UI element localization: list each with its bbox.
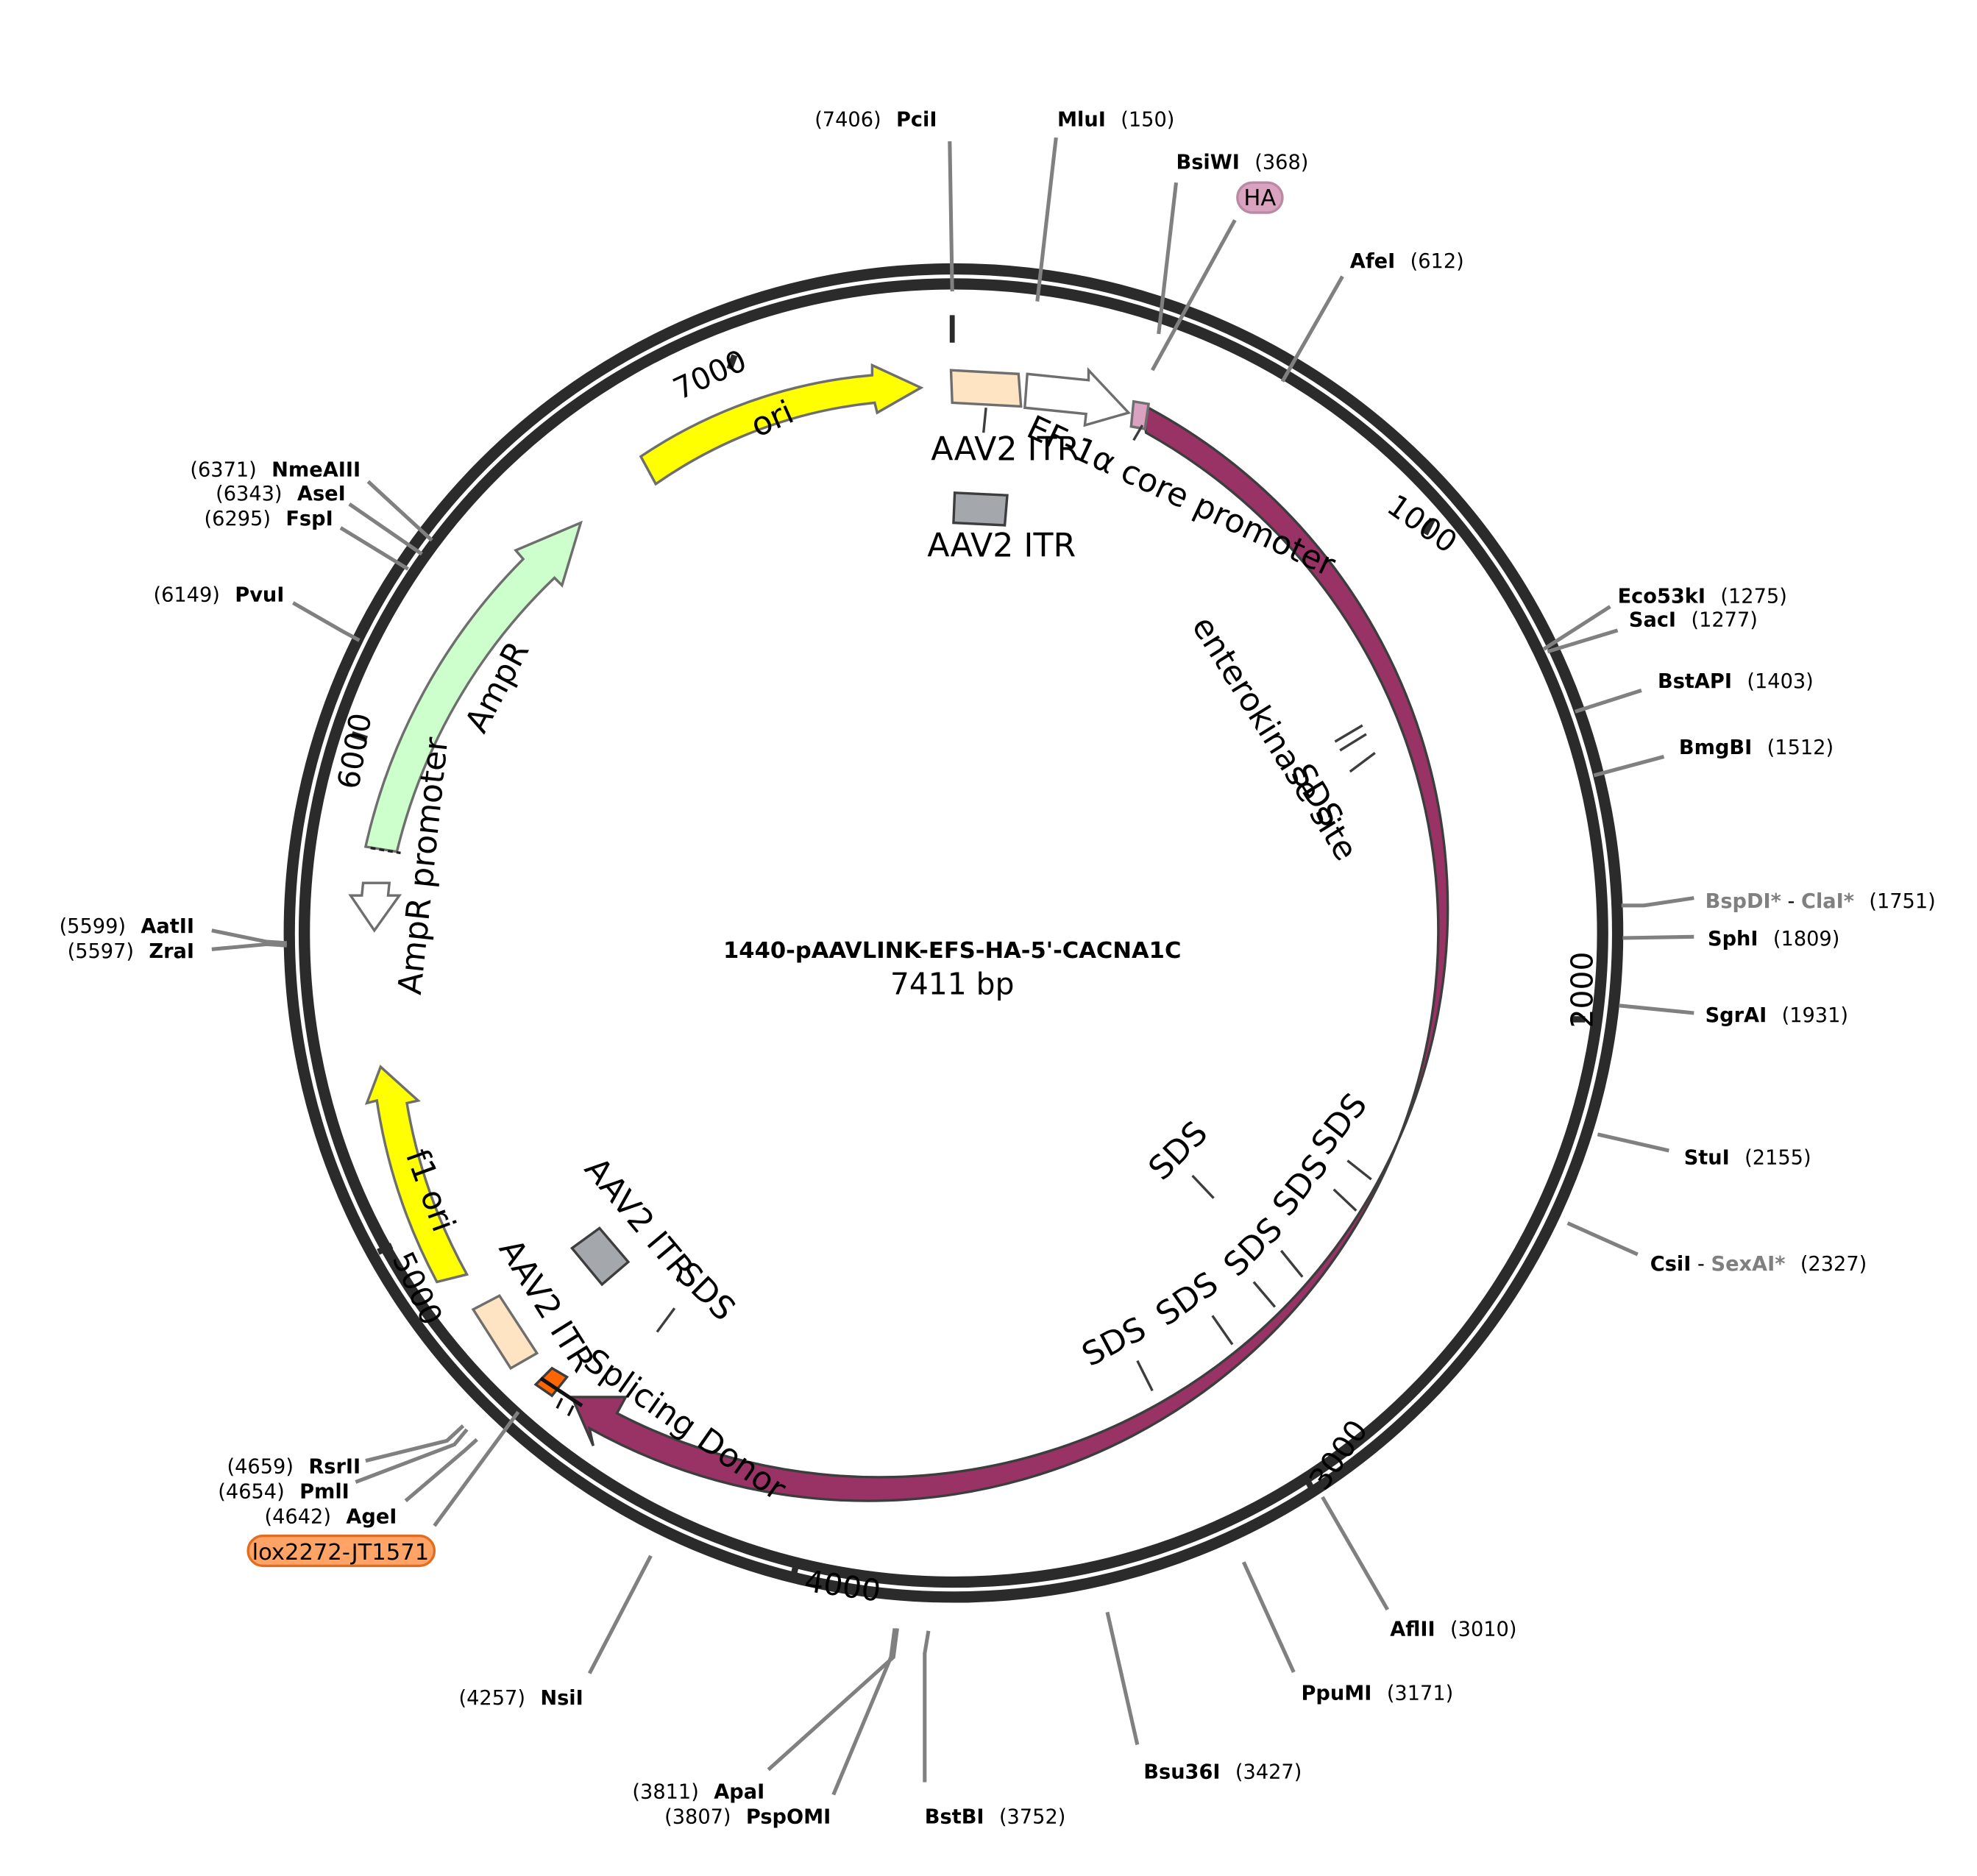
enzyme-mlui[interactable]: MluI(150)	[1057, 109, 1174, 132]
enzyme-bsiwi[interactable]: BsiWI(368)	[1176, 151, 1309, 174]
aav2-itr-box-grey-bottom[interactable]	[569, 1226, 631, 1287]
enzyme-bstbi[interactable]: BstBI(3752)	[925, 1806, 1066, 1829]
enzyme-fspi[interactable]: (6295)FspI	[205, 508, 333, 530]
enzyme-ppumi[interactable]: PpuMI(3171)	[1302, 1682, 1454, 1705]
enzyme-nmeaiii[interactable]: (6371)NmeAIII	[190, 459, 361, 482]
enzyme-pspomi[interactable]: (3807)PspOMI	[664, 1806, 831, 1829]
lox-badge[interactable]: lox2272-JT1571	[246, 1534, 436, 1568]
enzyme-bmgbi[interactable]: BmgBI(1512)	[1679, 736, 1834, 759]
sds-label-3: SDS	[1305, 1087, 1375, 1162]
f1-ori-arrow[interactable]	[364, 1065, 469, 1284]
enterokinase-label: enterokinase site	[1185, 610, 1365, 867]
enzyme-bstapi[interactable]: BstAPI(1403)	[1658, 670, 1814, 693]
enzyme-eco53ki[interactable]: Eco53kI(1275)	[1618, 585, 1787, 608]
sds-label-6: SDS	[1149, 1265, 1225, 1333]
enzyme-sphi[interactable]: SphI(1809)	[1708, 928, 1839, 951]
ef1a-promoter-arrow[interactable]	[1023, 366, 1132, 427]
enzyme-zrai[interactable]: (5597)ZraI	[68, 940, 194, 963]
sds-label-5: SDS	[1217, 1210, 1291, 1284]
ampr-arrow[interactable]	[363, 520, 583, 853]
aav2-itr-box-top[interactable]	[949, 369, 1023, 408]
aav2-itr-box-grey-top[interactable]	[952, 491, 1009, 527]
enzyme-aflii[interactable]: AflII(3010)	[1390, 1619, 1516, 1641]
aav2-itr-label-grey-top: AAV2 ITR	[927, 527, 1076, 564]
enzyme-bsu36i[interactable]: Bsu36I(3427)	[1143, 1760, 1302, 1783]
enzyme-afei[interactable]: AfeI(612)	[1350, 250, 1464, 273]
plasmid-title: 1440-pAAVLINK-EFS-HA-5'-CACNA1C	[723, 938, 1181, 964]
enzyme-aatii[interactable]: (5599)AatII	[60, 915, 194, 938]
splicing-donor-marker[interactable]	[533, 1366, 569, 1398]
enzyme-apai[interactable]: (3811)ApaI	[632, 1781, 764, 1804]
lox-badge-label: lox2272-JT1571	[252, 1540, 430, 1566]
enzyme-pcii[interactable]: (7406)PciI	[814, 109, 937, 132]
ampr-promoter-arrow[interactable]	[348, 881, 402, 933]
features	[348, 363, 1449, 1502]
sds-marks	[656, 752, 1376, 1392]
plasmid-length: 7411 bp	[890, 967, 1015, 1002]
ha-tag[interactable]	[1129, 399, 1151, 431]
enzyme-stui[interactable]: StuI(2155)	[1684, 1147, 1811, 1170]
enzyme-pvui[interactable]: (6149)PvuI	[153, 584, 284, 607]
enzyme-nsii[interactable]: (4257)NsiI	[459, 1687, 583, 1710]
enzyme-sgrai[interactable]: SgrAI(1931)	[1706, 1004, 1848, 1027]
tick-label-4000: 4000	[803, 1563, 883, 1609]
cacna1c-arrow[interactable]	[569, 402, 1449, 1502]
enzyme-bspdi-clai[interactable]: BspDI* - ClaI*(1751)	[1706, 890, 1936, 913]
tick-marks	[350, 315, 1586, 1577]
enzyme-pmli[interactable]: (4654)PmlI	[218, 1481, 349, 1504]
ori-arrow[interactable]	[639, 363, 924, 486]
enzyme-saci[interactable]: SacI(1277)	[1629, 609, 1758, 632]
enzyme-rsrii[interactable]: (4659)RsrII	[227, 1456, 361, 1479]
sds-label-2: SDS	[1142, 1114, 1215, 1187]
ha-badge[interactable]: HA	[1236, 181, 1284, 214]
leader-lines	[211, 137, 1694, 1796]
enzyme-labels: (7406)PciI MluI(150) BsiWI(368) AfeI(612…	[60, 109, 1936, 1829]
tick-label-2000: 2000	[1565, 952, 1600, 1028]
tick-label-7000: 7000	[668, 343, 752, 407]
enzyme-asei[interactable]: (6343)AseI	[216, 483, 346, 505]
enzyme-agei[interactable]: (4642)AgeI	[265, 1506, 397, 1529]
ha-badge-label: HA	[1243, 185, 1276, 211]
enzyme-csii-sexai[interactable]: CsiI - SexAI*(2327)	[1650, 1253, 1867, 1276]
sds-label-4: SDS	[1266, 1148, 1336, 1223]
aav2-itr-label-top: AAV2 ITR	[931, 431, 1079, 469]
aav2-itr-box-bottom[interactable]	[471, 1293, 539, 1371]
sds-label-7: SDS	[1076, 1310, 1152, 1374]
